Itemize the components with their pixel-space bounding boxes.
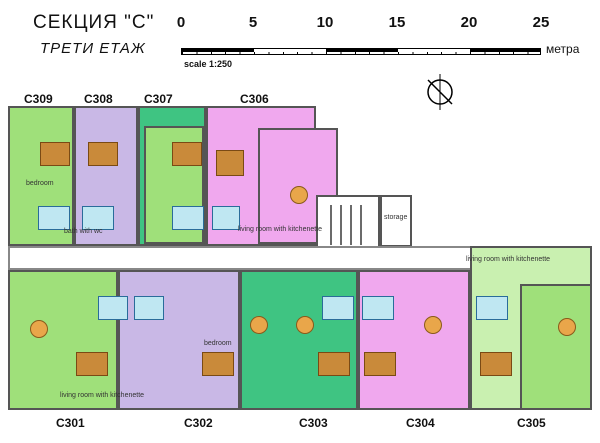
apartment-label-c304: C304	[406, 416, 435, 430]
apartment-c305-loggia	[520, 284, 592, 410]
stairwell	[316, 195, 380, 255]
scale-graduation	[181, 48, 541, 55]
bathroom	[38, 206, 70, 230]
apartment-label-c301: C301	[56, 416, 85, 430]
scale-tick: 25	[532, 14, 550, 31]
page-subtitle: ТРЕТИ ЕТАЖ	[40, 40, 146, 57]
dining-table	[296, 316, 314, 334]
bathroom	[134, 296, 164, 320]
stair-step	[360, 205, 362, 245]
bathroom	[212, 206, 240, 230]
north-arrow-icon	[427, 74, 453, 110]
room-tag: living room with kitchenette	[60, 392, 145, 399]
dining-table	[30, 320, 48, 338]
scale-tick: 5	[248, 14, 258, 31]
bathroom	[362, 296, 394, 320]
bed	[172, 142, 202, 166]
bathroom	[476, 296, 508, 320]
page-title: СЕКЦИЯ "С"	[33, 12, 155, 33]
scale-bar: 0 5 10 15 20 25 метра scale 1:250	[176, 14, 598, 74]
apartment-c304	[358, 270, 470, 410]
scale-tick: 0	[176, 14, 186, 31]
stair-step	[340, 205, 342, 245]
apartment-label-c305: C305	[517, 416, 546, 430]
apartment-c302	[118, 270, 240, 410]
bathroom	[322, 296, 354, 320]
bathroom	[82, 206, 114, 230]
apartment-label-c306: C306	[240, 92, 269, 106]
bed	[364, 352, 396, 376]
bathroom	[172, 206, 204, 230]
room-tag: living room with kitchenette	[238, 226, 323, 233]
scale-note: scale 1:250	[184, 59, 233, 69]
bed	[480, 352, 512, 376]
dining-table	[424, 316, 442, 334]
bed	[216, 150, 244, 176]
scale-tick: 20	[460, 14, 478, 31]
bathroom	[98, 296, 128, 320]
scale-tick: 10	[316, 14, 334, 31]
apartment-c301	[8, 270, 118, 410]
room-tag: storage	[384, 214, 408, 221]
apartment-label-c303: C303	[299, 416, 328, 430]
dining-table	[558, 318, 576, 336]
apartment-label-c309: C309	[24, 92, 53, 106]
room-tag: bedroom	[26, 180, 54, 187]
apartment-label-c308: C308	[84, 92, 113, 106]
stair-step	[350, 205, 352, 245]
room-tag: bath with wc	[64, 228, 103, 235]
apartment-c303	[240, 270, 358, 410]
room-tag: bedroom	[204, 340, 232, 347]
apartment-label-c302: C302	[184, 416, 213, 430]
apartment-label-c307: C307	[144, 92, 173, 106]
corridor	[8, 246, 474, 270]
bed	[318, 352, 350, 376]
scale-tick: 15	[388, 14, 406, 31]
scale-unit: метра	[546, 42, 580, 56]
room-tag: living room with kitchenette	[466, 256, 551, 263]
bed	[88, 142, 118, 166]
bed	[40, 142, 70, 166]
dining-table	[250, 316, 268, 334]
dining-table	[290, 186, 308, 204]
stair-step	[330, 205, 332, 245]
storage-room	[380, 195, 412, 247]
bed	[76, 352, 108, 376]
bed	[202, 352, 234, 376]
